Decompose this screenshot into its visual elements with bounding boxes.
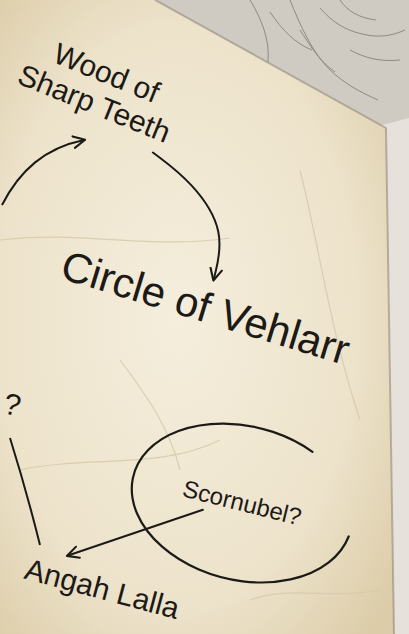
place-name: Scornubel? [180,475,304,530]
parchment-creases [0,170,380,600]
hand-line [10,438,40,545]
parchment [0,0,394,634]
ellipse-stroke [115,401,369,605]
hand-arrow [153,153,220,280]
hand-arrow [68,510,203,556]
hand-arrow [2,140,84,205]
